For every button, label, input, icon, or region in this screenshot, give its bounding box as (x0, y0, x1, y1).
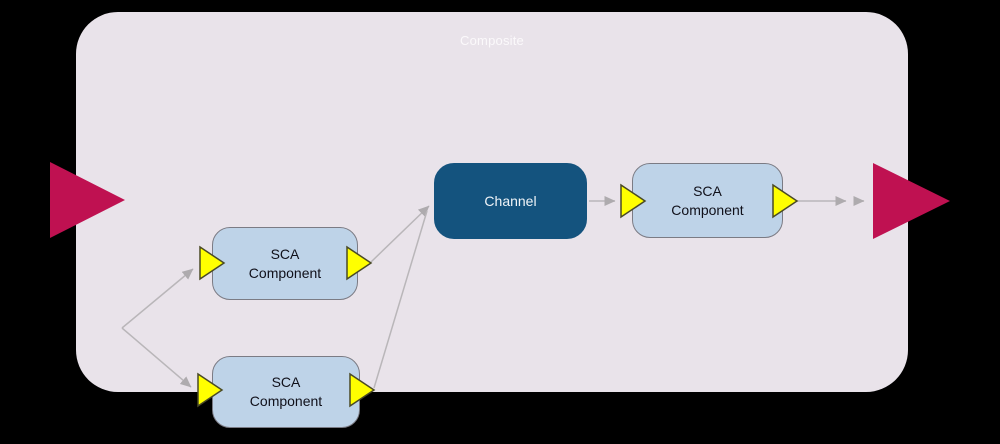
node-channel[interactable]: Channel (434, 163, 587, 239)
node-sca-component-lower-left[interactable]: SCA Component (212, 356, 360, 428)
composite-label: Composite (460, 33, 524, 48)
node-label: SCA Component (249, 374, 323, 409)
node-label: SCA Component (248, 245, 322, 281)
node-label: SCA Component (671, 182, 744, 218)
node-sca-component-right[interactable]: SCA Component (632, 163, 783, 238)
node-label: Channel (484, 193, 537, 209)
node-sca-component-upper-left[interactable]: SCA Component (212, 227, 358, 300)
